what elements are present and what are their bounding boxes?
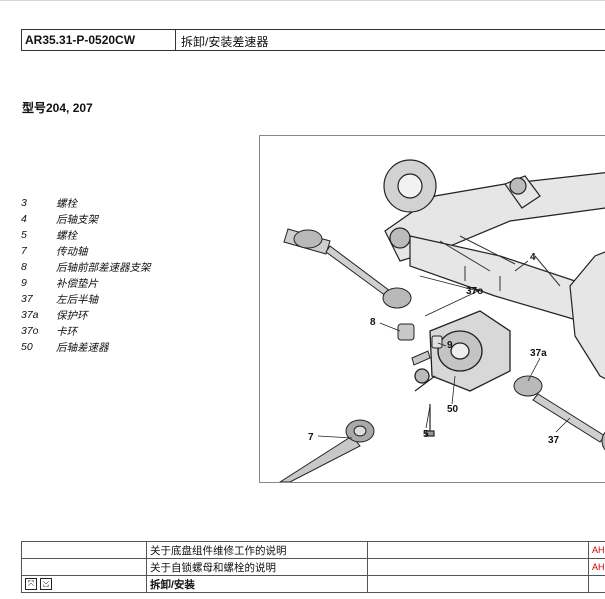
callout-label: 37 [548,435,560,446]
step-text: 关于自锁螺母和螺栓的说明 [146,558,368,576]
bolts [414,375,436,437]
legend-item: 5 螺栓 [21,227,151,243]
exploded-view-figure: 4 37o 8 9 37a 50 7 5 37 [259,135,605,483]
legend-number: 5 [21,229,27,241]
callout-label: 37o [466,286,483,297]
leader-lines [317,260,571,439]
legend-number: 37 [21,293,33,305]
rear-axle-drawing: 4 37o 8 9 37a 50 7 5 37 [279,159,605,482]
legend-text: 保护环 [56,309,88,322]
legend-number: 37o [21,325,39,337]
legend-text: 卡环 [56,325,77,338]
differential-mount [397,323,443,366]
legend-item: 37a 保护环 [21,307,151,323]
legend-text: 补偿垫片 [56,277,98,290]
document-code: AR35.31-P-0520CW [22,30,176,50]
legend-number: 9 [21,277,27,289]
legend-text: 螺栓 [56,229,77,242]
legend-item: 7 传动轴 [21,243,151,259]
legend-item: 37 左后半轴 [21,291,151,307]
legend-number: 50 [21,341,33,353]
legend-number: 3 [21,197,27,209]
callout-label: 7 [308,432,314,443]
rear-differential [414,310,511,392]
document-header: AR35.31-P-0520CW 拆卸/安装差速器 [21,29,605,51]
table-row: 关于自锁螺母和螺栓的说明 AH [21,558,605,576]
legend-text: 后轴差速器 [56,341,109,354]
callout-label: 50 [447,404,459,415]
legend-text: 后轴前部差速器支架 [56,261,151,274]
legend-item: 37o 卡环 [21,323,151,339]
callout-label: 9 [447,340,453,351]
legend-text: 传动轴 [56,245,88,258]
legend-item: 3 螺栓 [21,195,151,211]
legend-item: 8 后轴前部差速器支架 [21,259,151,275]
wheel-knuckle [383,159,527,249]
axle-carrier [384,172,605,380]
callout-label: 37a [530,348,547,359]
legend-number: 4 [21,213,27,225]
legend-number: 37a [21,309,39,321]
propeller-shaft [279,419,375,482]
legend-text: 螺栓 [56,197,77,210]
legend-number: 7 [21,245,27,257]
callout-label: 4 [530,252,536,263]
procedure-table: 关于底盘组件维修工作的说明 AH 关于自锁螺母和螺栓的说明 AH ⤧⤩ 拆卸/安… [21,541,605,593]
step-heading: 拆卸/安装 [146,575,368,593]
install-icon: ⤩ [40,578,52,591]
legend-item: 9 补偿垫片 [21,275,151,291]
remove-icon: ⤧ [25,578,37,591]
legend-item: 50 后轴差速器 [21,339,151,355]
parts-legend: 3 螺栓 4 后轴支架 5 螺栓 7 传动轴 8 后轴前部差速器支架 9 补偿垫片 37 左后… [21,195,151,355]
table-row: 关于底盘组件维修工作的说明 AH [21,541,605,559]
callout-label: 8 [370,317,376,328]
table-row: ⤧⤩ 拆卸/安装 [21,575,605,593]
legend-text: 左后半轴 [56,293,98,306]
legend-text: 后轴支架 [56,213,98,226]
callout-label: 5 [423,429,429,440]
frame-details [439,235,561,291]
legend-item: 4 后轴支架 [21,211,151,227]
document-title: 拆卸/安装差速器 [181,35,269,49]
half-shaft-right [513,375,605,451]
reference-link[interactable]: AH [588,558,605,576]
model-line: 型号204, 207 [22,101,93,115]
step-text: 关于底盘组件维修工作的说明 [146,541,368,559]
half-shaft-left [283,228,412,309]
top-divider [0,0,605,1]
reference-link[interactable]: AH [588,541,605,559]
legend-number: 8 [21,261,27,273]
